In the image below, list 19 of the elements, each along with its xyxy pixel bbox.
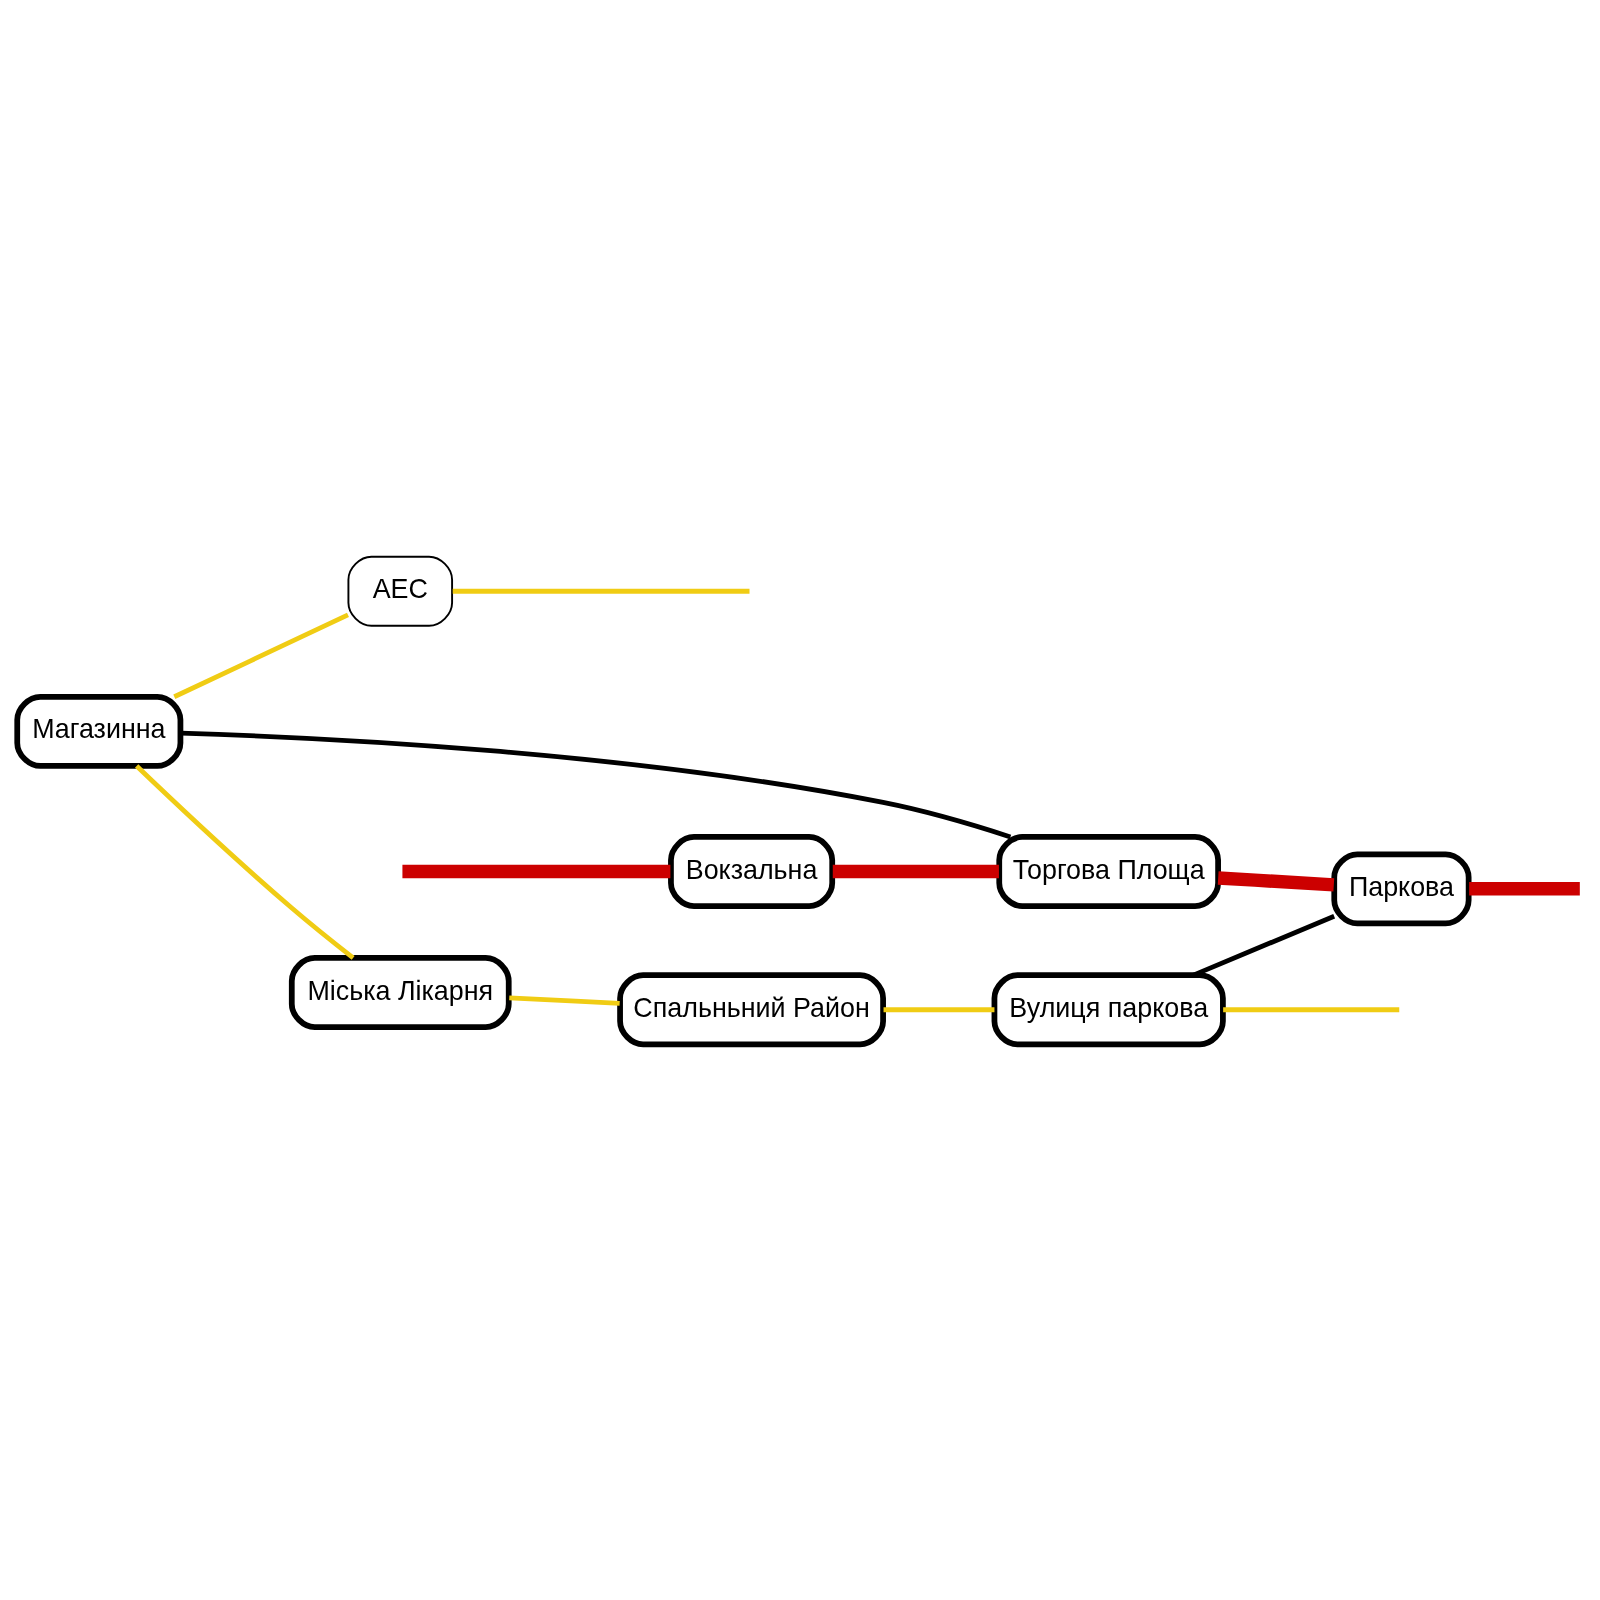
connector bbox=[402, 864, 671, 878]
connector bbox=[883, 1006, 995, 1012]
node-box: Паркова bbox=[1331, 850, 1472, 926]
connector bbox=[180, 730, 1012, 839]
node-box: Вокзальна bbox=[668, 833, 836, 909]
connector bbox=[452, 588, 750, 594]
connector bbox=[135, 763, 355, 960]
connector bbox=[509, 994, 620, 1006]
node-box: Магазинна bbox=[14, 693, 184, 769]
node-box: Спальньний Район bbox=[617, 971, 886, 1047]
node-box: Міська Лікарня bbox=[288, 954, 512, 1030]
connector bbox=[173, 612, 349, 699]
node-box: АЕС bbox=[347, 555, 454, 627]
connector bbox=[832, 864, 999, 878]
connector bbox=[1223, 1006, 1400, 1012]
node-box: Вулиця паркова bbox=[991, 971, 1226, 1047]
connector bbox=[1217, 870, 1335, 892]
node-box: Торгова Площа bbox=[996, 833, 1221, 909]
connector bbox=[1469, 881, 1580, 896]
